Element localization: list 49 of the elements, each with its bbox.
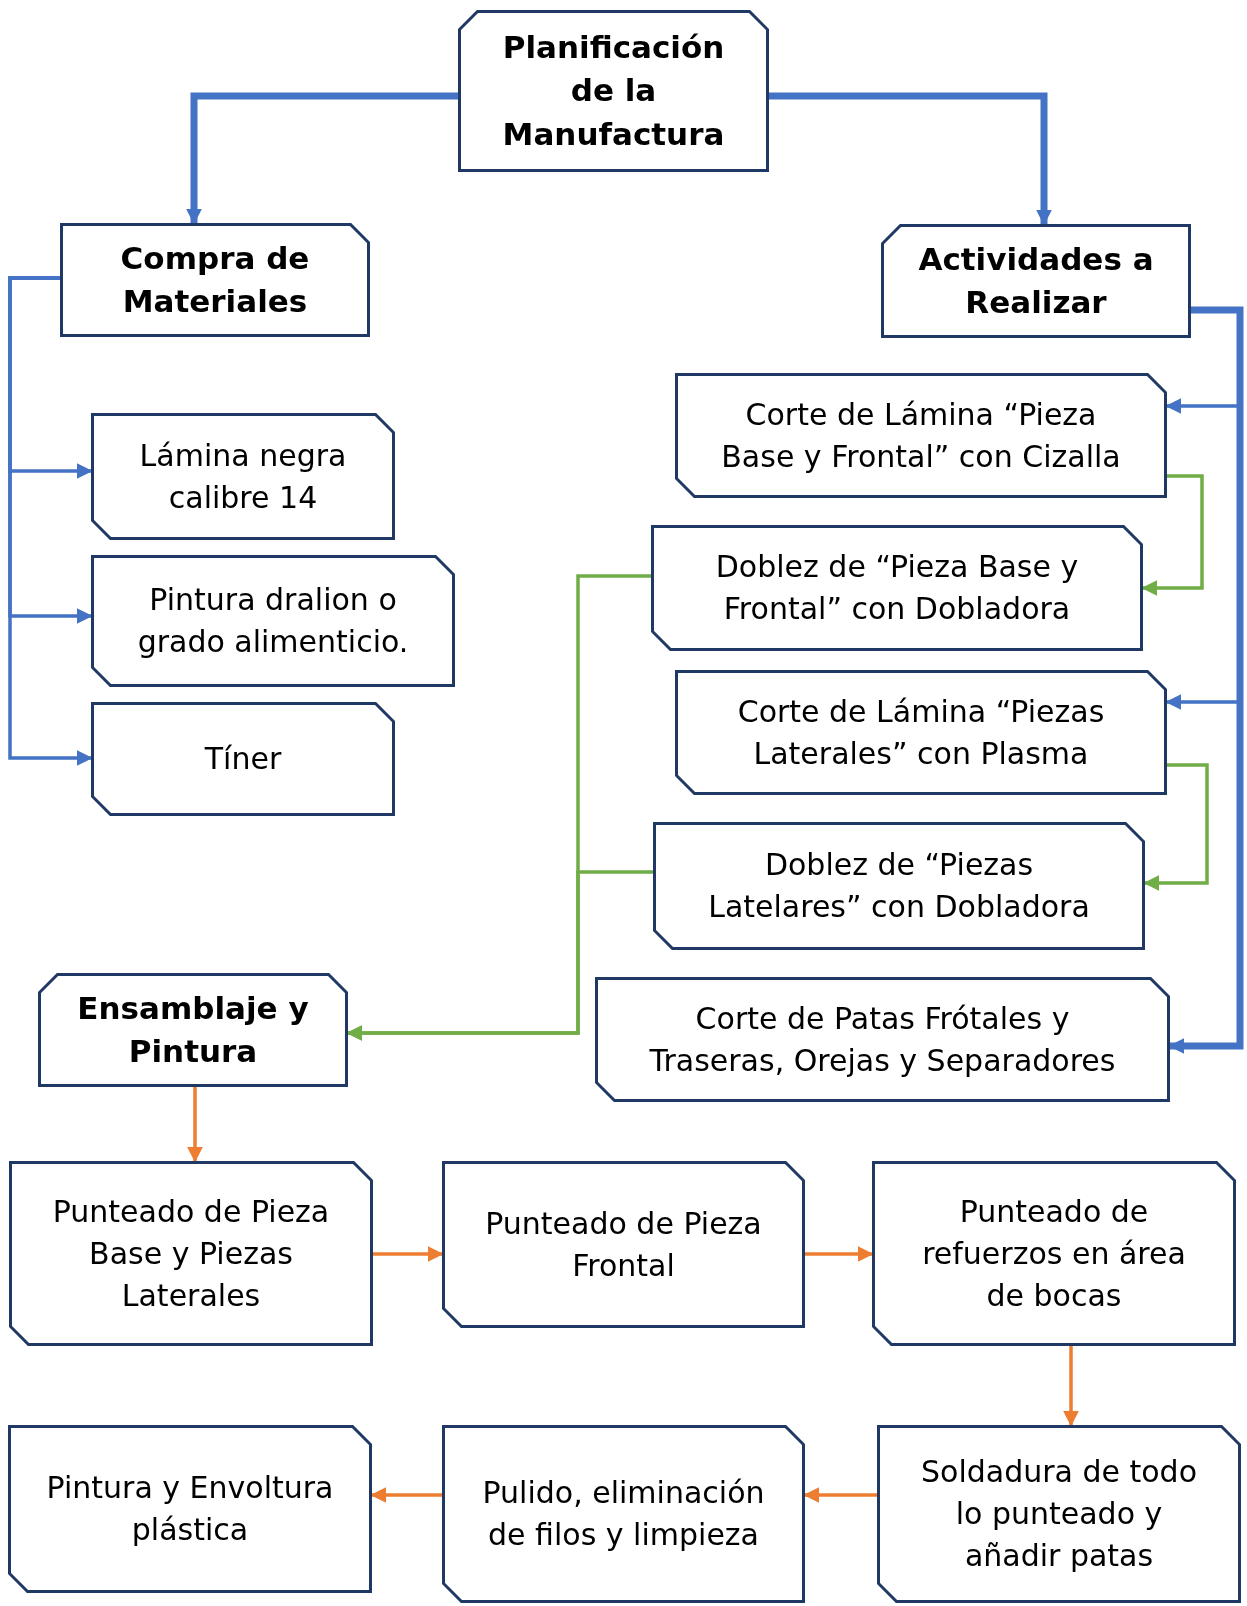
process-box (9, 1161, 373, 1346)
node-label: Doblez de “Pieza Base y Frontal” con Dobladora (714, 548, 1080, 628)
node-label: Doblez de “Piezas Latelares” con Dobladora (707, 846, 1091, 926)
node-label: Compra de Materiales (119, 238, 311, 321)
heading-box (38, 973, 348, 1087)
node-label: Punteado de Pieza Base y Piezas Laterales (51, 1192, 331, 1315)
heading-box (60, 223, 370, 337)
node-label: Pintura dralion o grado alimenticio. (136, 581, 410, 661)
node-label: Pintura y Envoltura plástica (45, 1469, 335, 1549)
node-label: Actividades a Realizar (917, 239, 1155, 322)
node-label: Corte de Lámina “Piezas Laterales” con Plasma (736, 692, 1106, 773)
node-label: Tíner (204, 740, 282, 778)
process-box (675, 373, 1167, 498)
arrow (1141, 474, 1204, 596)
process-box (8, 1425, 372, 1593)
heading-box (881, 224, 1191, 338)
arrow (186, 92, 458, 225)
arrow (805, 1246, 874, 1262)
node-label: Punteado de Pieza Frontal (484, 1204, 763, 1285)
arrow (1063, 1346, 1079, 1427)
node-label: Soldadura de todo lo punteado y añadir patas (920, 1453, 1198, 1575)
arrow (373, 1246, 444, 1262)
node-label: Punteado de refuerzos en área de bocas (921, 1192, 1187, 1315)
process-box (91, 555, 455, 687)
node-label: Lámina negra calibre 14 (138, 436, 348, 517)
arrow (1143, 763, 1209, 891)
node-label: Ensamblaje y Pintura (76, 988, 310, 1071)
process-box (595, 977, 1170, 1102)
arrow (8, 276, 93, 766)
process-box (877, 1425, 1241, 1603)
process-box (651, 525, 1143, 651)
node-label: Corte de Patas Frótales y Traseras, Orejas y Separadores (648, 999, 1117, 1080)
arrow (1168, 306, 1244, 1054)
process-box (675, 670, 1167, 795)
arrow (346, 870, 653, 1041)
arrow (803, 1487, 877, 1503)
arrow (370, 1487, 442, 1503)
arrow (769, 92, 1052, 226)
arrow (187, 1087, 203, 1163)
node-label: Pulido, eliminación de filos y limpieza (481, 1474, 766, 1554)
process-box (442, 1425, 805, 1603)
process-box (91, 413, 395, 540)
process-box (653, 822, 1145, 950)
process-box (872, 1161, 1236, 1346)
node-label: Corte de Lámina “Pieza Base y Frontal” con Cizalla (720, 395, 1122, 476)
node-label: Planificación de la Manufactura (501, 27, 726, 154)
heading-box (458, 10, 769, 172)
process-box (91, 702, 395, 816)
process-box (442, 1161, 805, 1328)
